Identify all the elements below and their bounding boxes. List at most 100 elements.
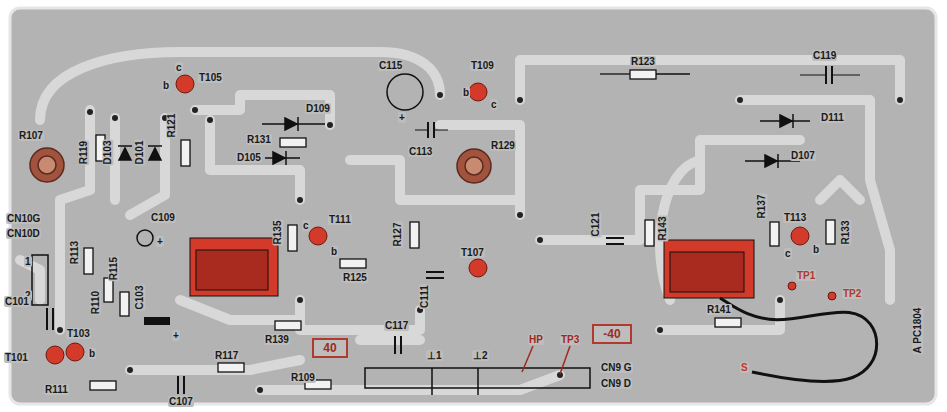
capacitor-symbol	[832, 75, 860, 76]
part-label: T101	[4, 352, 29, 363]
part-label: R137	[757, 193, 768, 219]
part-label: C121	[591, 211, 602, 237]
resistor-symbol	[600, 73, 630, 74]
resistor-symbol	[770, 222, 779, 246]
part-label: R139	[264, 334, 290, 345]
part-label: R131	[246, 134, 272, 145]
part-label: b	[330, 246, 338, 257]
test-point-label: TP1	[796, 270, 816, 281]
module-block	[190, 238, 278, 296]
diode-symbol	[119, 148, 131, 160]
part-label: c	[175, 62, 183, 73]
part-label: D101	[135, 139, 146, 165]
trimmer-symbol	[465, 157, 483, 175]
part-label: T113	[783, 212, 807, 223]
diode-symbol	[149, 148, 161, 160]
part-label: C113	[408, 146, 433, 157]
part-label: b	[88, 348, 96, 359]
copper-trace	[360, 335, 420, 345]
leader-line	[560, 346, 570, 374]
diode-symbol	[760, 120, 810, 122]
wire	[720, 298, 877, 382]
diode-symbol	[118, 145, 132, 147]
transistor-symbol	[176, 75, 194, 93]
resistor-symbol	[280, 138, 306, 147]
module-block	[670, 252, 744, 292]
copper-trace	[660, 300, 780, 330]
solder-pad	[112, 115, 118, 121]
part-label: R143	[658, 215, 669, 241]
part-label: A PC1804	[913, 306, 924, 354]
part-label: 1	[24, 256, 32, 267]
part-label: R119	[78, 139, 89, 164]
transistor-symbol	[788, 282, 796, 290]
connector-symbol	[477, 368, 479, 395]
copper-trace	[440, 125, 520, 215]
test-point-label: TP2	[842, 288, 862, 299]
diode-symbol	[262, 123, 325, 125]
copper-trace	[195, 95, 330, 125]
capacitor-symbol	[387, 74, 423, 110]
solder-pad	[57, 92, 903, 393]
part-label: R109	[290, 372, 316, 383]
diode-symbol	[265, 157, 300, 159]
resistor-symbol	[826, 220, 835, 244]
resistor-symbol	[288, 225, 297, 251]
part-label: ⊥2	[472, 350, 489, 361]
capacitor-symbol	[46, 308, 48, 330]
wire	[720, 298, 877, 382]
copper-trace	[130, 118, 165, 215]
copper-trace	[740, 100, 890, 300]
capacitor-symbol	[177, 376, 179, 394]
transistor-symbol	[66, 343, 84, 361]
part-label: R141	[706, 304, 732, 315]
part-label: R117	[214, 350, 239, 361]
capacitor-symbol	[137, 230, 153, 246]
copper-trace	[350, 160, 520, 200]
copper-trace	[130, 360, 300, 370]
part-label: R125	[342, 272, 368, 283]
transistor-symbol	[469, 83, 487, 101]
capacitor-symbol	[394, 336, 396, 354]
copper-trace	[520, 60, 900, 100]
part-label: R123	[630, 56, 656, 67]
part-label: ⊥1	[426, 350, 443, 361]
transistor-symbol	[791, 227, 809, 245]
solder-pad	[517, 97, 523, 103]
transistor-symbol	[828, 292, 836, 300]
module-block	[196, 250, 268, 290]
resistor-symbol	[715, 318, 741, 327]
solder-pad	[737, 97, 743, 103]
part-label: C103	[135, 284, 146, 310]
voltage-box: 40	[312, 338, 348, 358]
test-point-label: TP3	[560, 334, 580, 345]
trimmer-symbol	[30, 148, 64, 182]
part-label: D107	[790, 150, 816, 161]
part-label: b	[162, 80, 170, 91]
part-label: R111	[44, 384, 69, 395]
capacitor-symbol	[400, 336, 402, 354]
leader-line	[522, 346, 570, 374]
trimmer-symbol	[38, 156, 56, 174]
capacitor-symbol	[426, 277, 444, 279]
part-label: c	[784, 248, 792, 259]
trimmer-symbol	[457, 149, 491, 183]
part-label: R110	[90, 289, 101, 314]
capacitor-symbol	[800, 75, 826, 76]
part-label: CN10G	[6, 213, 41, 224]
part-label: C115	[378, 60, 403, 71]
solder-pad	[192, 107, 198, 113]
part-label: C109	[150, 212, 176, 223]
resistor-symbol	[181, 140, 190, 166]
part-label: c	[490, 99, 498, 110]
resistor-symbol	[645, 220, 654, 246]
module-block	[190, 238, 754, 298]
transistor-symbol	[309, 227, 327, 245]
resistor-symbol	[410, 222, 419, 248]
copper-trace	[210, 120, 300, 200]
part-label: D109	[305, 103, 331, 114]
solder-pad	[257, 387, 263, 393]
copper-trace	[820, 180, 860, 200]
resistor-symbol	[90, 381, 116, 390]
part-label: T105	[198, 72, 223, 83]
